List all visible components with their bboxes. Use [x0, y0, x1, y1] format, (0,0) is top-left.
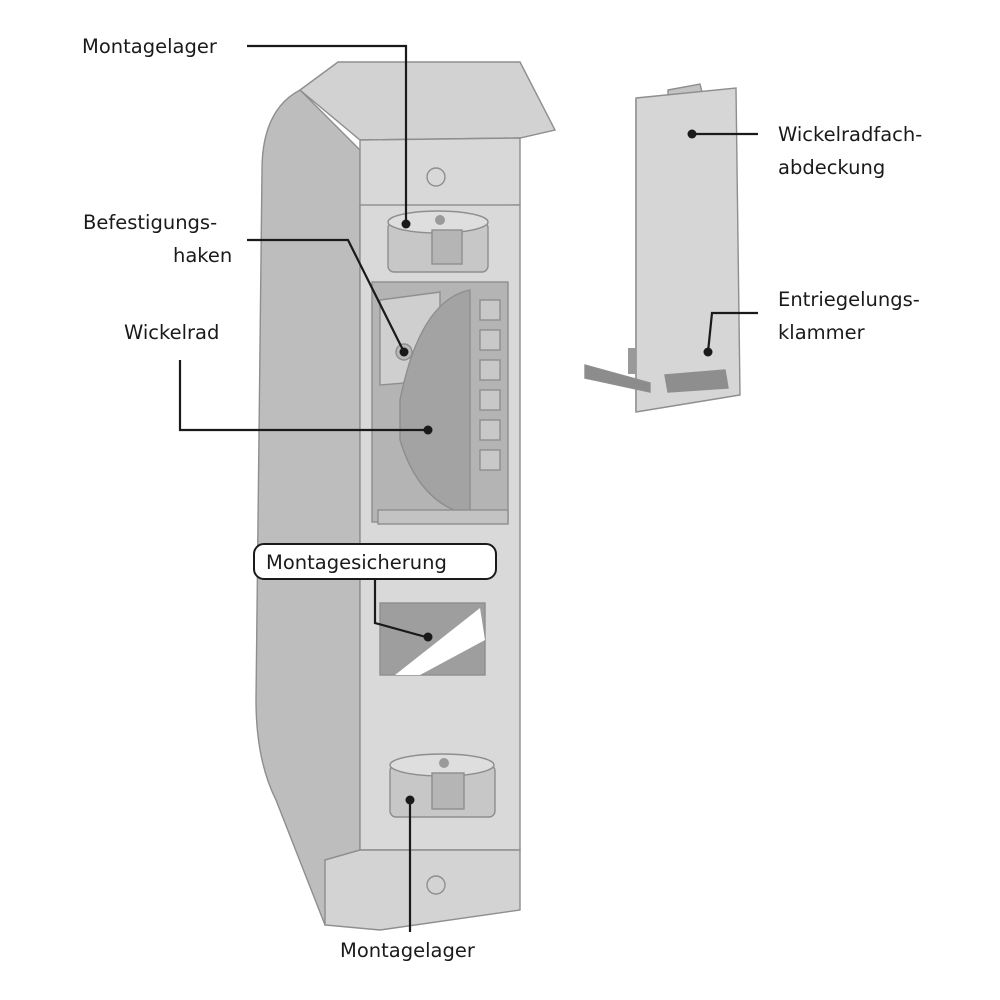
mounting-bearing-bottom — [389, 753, 496, 818]
release-clip — [584, 348, 729, 393]
housing-bottom-cap — [324, 849, 521, 931]
label-entriegelungsklammer-line1: Entriegelungs- — [778, 288, 920, 311]
mounting-lock-window — [379, 602, 486, 676]
label-wickelrad: Wickelrad — [124, 321, 219, 344]
label-montagelager-bottom: Montagelager — [340, 939, 476, 962]
label-wickelradfachabdeckung-line1: Wickelradfach- — [778, 123, 922, 146]
leader-montagelager-top — [247, 44, 408, 222]
label-wickelradfachabdeckung-line2: abdeckung — [778, 156, 885, 179]
winding-wheel — [399, 289, 471, 516]
label-montagelager-top: Montagelager — [82, 35, 218, 58]
label-entriegelungsklammer-line2: klammer — [778, 321, 866, 344]
label-befestigungshaken-line2: haken — [173, 244, 232, 267]
leader-montagesicherung — [373, 579, 427, 639]
mounting-bearing-top — [387, 210, 489, 273]
housing-left-side — [255, 89, 361, 926]
leader-befestigungshaken — [247, 238, 405, 353]
wheel-compartment-cover — [584, 83, 741, 413]
wheel-compartment — [371, 281, 509, 525]
label-befestigungshaken-line1: Befestigungs- — [83, 211, 217, 234]
label-montagesicherung: Montagesicherung — [266, 551, 447, 574]
screw-hole-top — [426, 167, 446, 187]
screw-hole-bottom — [426, 875, 446, 895]
leader-wickelrad — [178, 360, 426, 432]
leader-entriegelungsklammer — [706, 311, 758, 353]
